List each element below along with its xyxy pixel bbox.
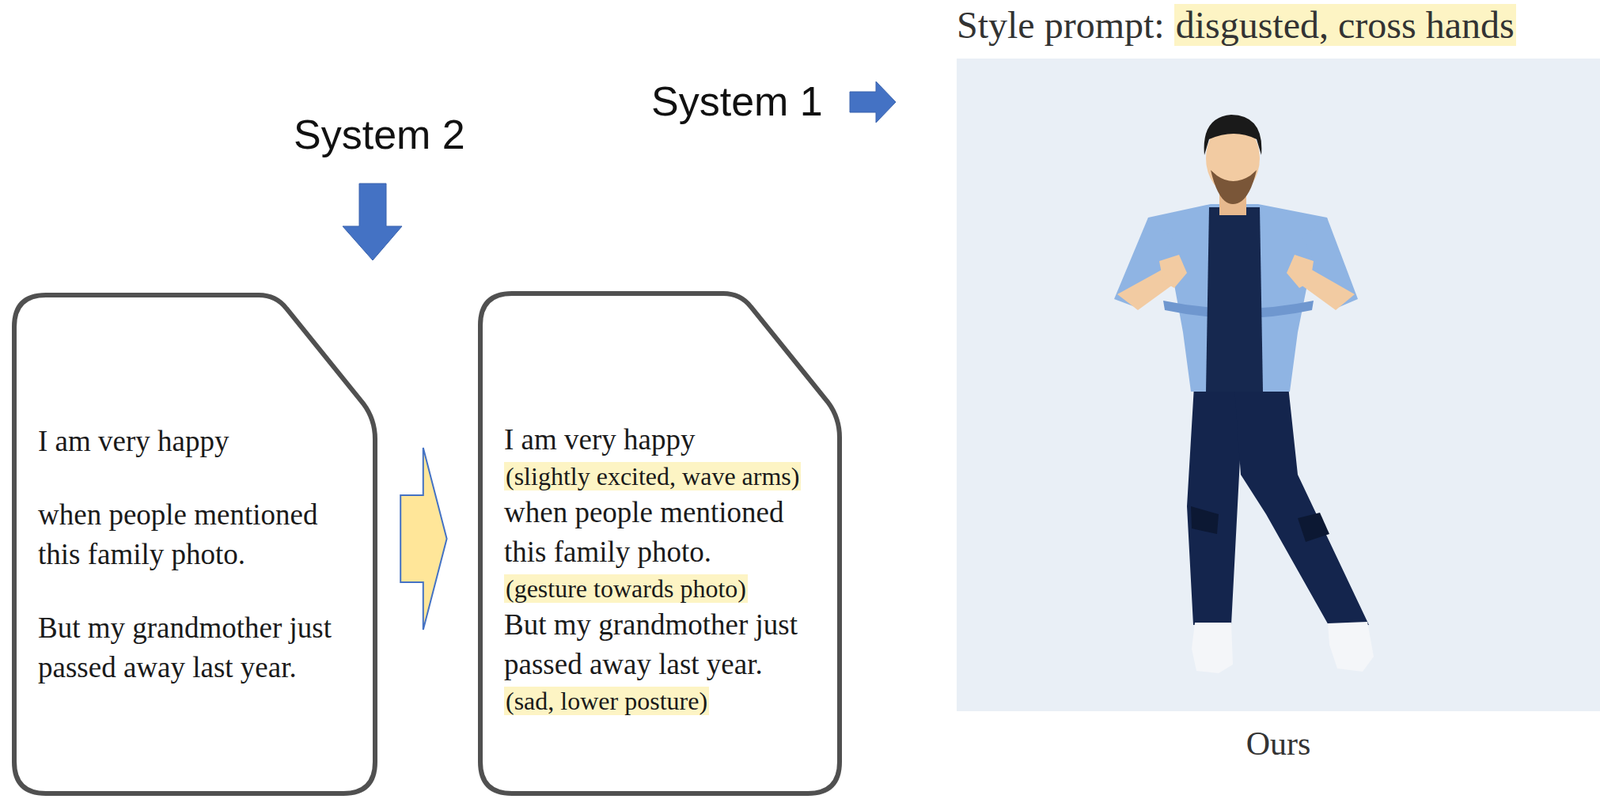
annotation-text: (sad, lower posture) (504, 686, 710, 716)
annotation-line: (sad, lower posture) (504, 684, 829, 718)
script-card: I am very happy when people mentioned thi… (11, 292, 378, 797)
right-arrow (849, 81, 896, 123)
left-forearm (1117, 269, 1173, 311)
system-label: System 1 (651, 77, 823, 126)
knee-shade (1190, 506, 1219, 535)
script-text: when people mentioned this family photo. (504, 492, 829, 573)
system-label: System 2 (293, 110, 466, 159)
down-arrow (342, 183, 402, 261)
style-prompt: Style prompt: disgusted, cross hands (956, 3, 1517, 48)
shirt (1143, 204, 1338, 392)
card-text-column: I am very happy(slightly excited, wave a… (504, 420, 829, 718)
prompt-label: Style prompt: (956, 3, 1165, 46)
right-forearm (1300, 269, 1355, 311)
right-shoe (1327, 621, 1374, 672)
knee-shade (1297, 512, 1330, 543)
annotation-line: (gesture towards photo) (504, 572, 829, 606)
annotation-text: (gesture towards photo) (504, 574, 748, 603)
image-panel: OursStyle prompt: disgusted, cross hands (956, 58, 1600, 712)
tee (1205, 207, 1263, 392)
card-border (14, 295, 376, 794)
script-text: But my grandmother just passed away last… (37, 608, 363, 688)
left-shoe (1191, 622, 1233, 674)
card-text-column: I am very happy when people mentioned thi… (37, 421, 363, 688)
hair (1204, 114, 1263, 156)
annotation-line: (slightly excited, wave arms) (504, 459, 829, 493)
prompt-value: disgusted, cross hands (1174, 3, 1517, 46)
right-upper-arm (1302, 217, 1358, 309)
script-text: I am very happy (504, 420, 829, 460)
block-arrow (400, 447, 447, 630)
right-hand (1286, 254, 1314, 289)
annotation-text: (slightly excited, wave arms) (504, 462, 801, 491)
head (1205, 121, 1260, 195)
left-upper-arm (1114, 217, 1173, 309)
script-text: But my grandmother just passed away last… (504, 605, 829, 685)
script-text: I am very happy (37, 421, 363, 462)
right-leg (1234, 386, 1369, 627)
beard (1210, 170, 1257, 205)
panel-caption: Ours (956, 724, 1600, 763)
left-leg (1186, 386, 1244, 626)
card-border (480, 293, 840, 794)
script-card: I am very happy(slightly excited, wave a… (477, 291, 842, 797)
shirt-band (1163, 300, 1314, 319)
script-text: when people mentioned this family photo. (37, 495, 363, 575)
avatar-figure (1114, 114, 1374, 674)
neck (1219, 186, 1247, 216)
left-hand (1159, 254, 1187, 289)
